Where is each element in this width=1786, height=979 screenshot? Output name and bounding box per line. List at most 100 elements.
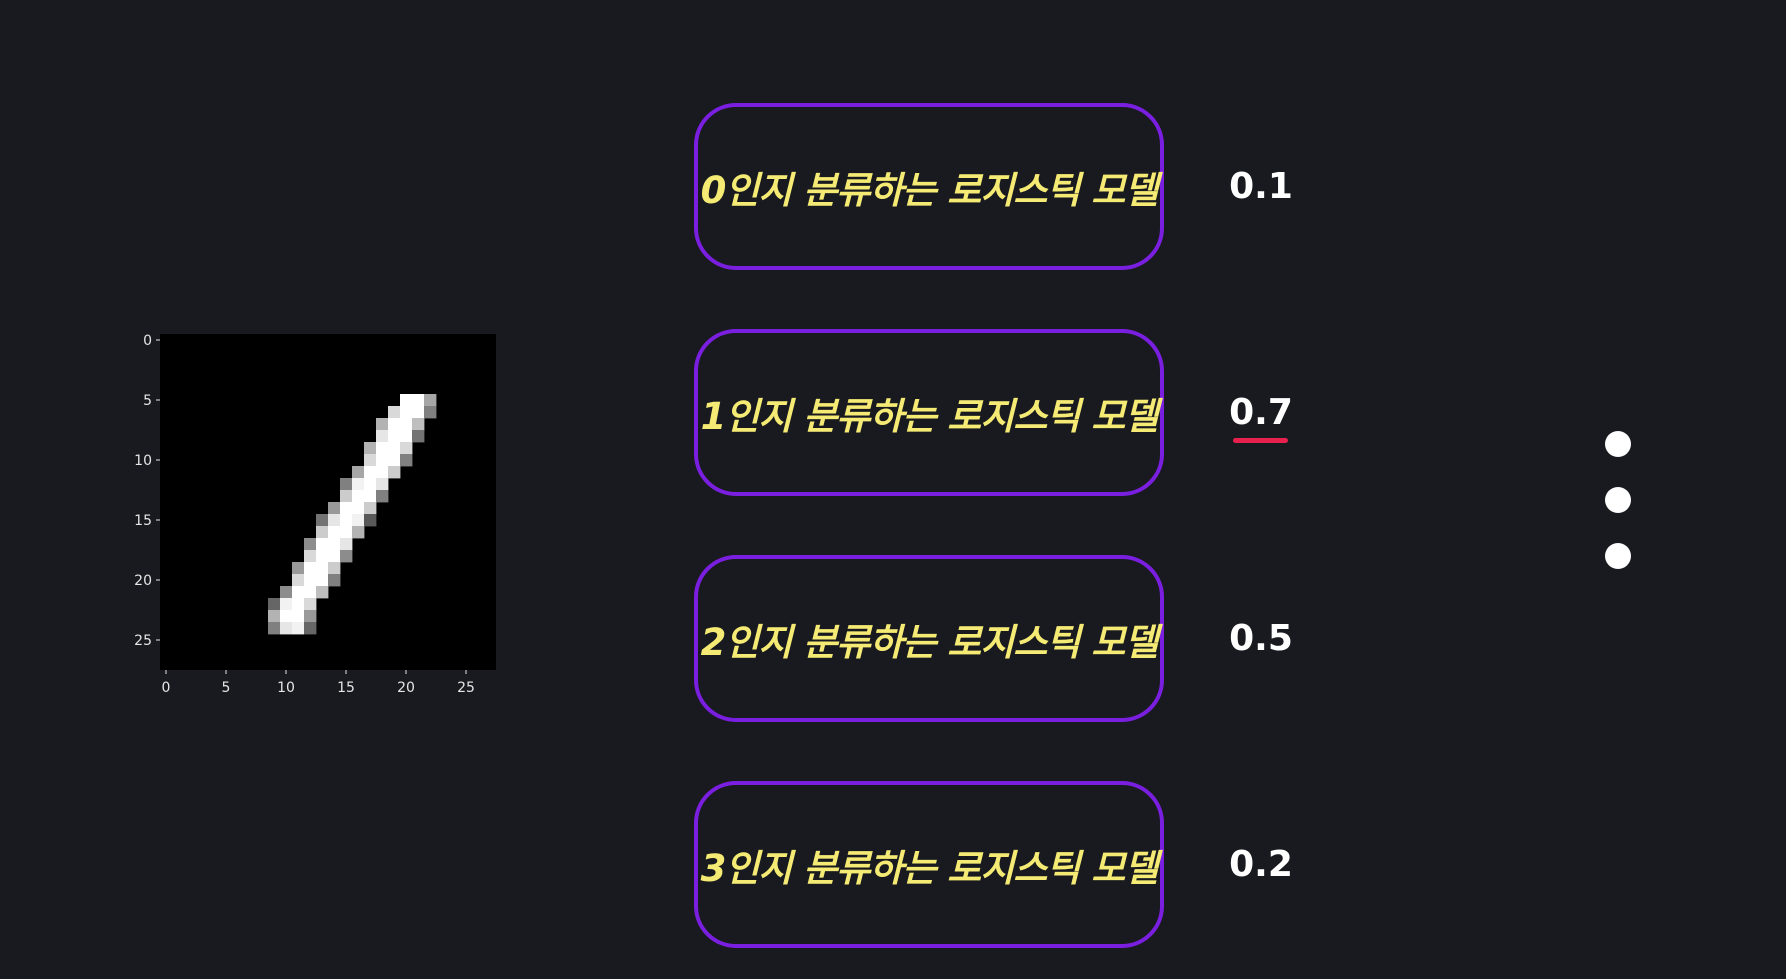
digit-pixel xyxy=(340,514,353,527)
digit-pixel xyxy=(328,526,341,539)
digit-pixel xyxy=(376,418,389,431)
digit-pixel xyxy=(328,514,341,527)
model-label-2: 2인지 분류하는 로지스틱 모델 xyxy=(700,620,1159,664)
digit-pixel xyxy=(280,622,293,635)
digit-pixel xyxy=(328,538,341,551)
digit-pixel xyxy=(304,562,317,575)
digit-pixel xyxy=(292,610,305,623)
x-tick-label: 10 xyxy=(277,680,295,696)
digit-pixel xyxy=(292,574,305,587)
digit-pixel xyxy=(316,526,329,539)
digit-pixel xyxy=(316,538,329,551)
digit-pixel xyxy=(316,562,329,575)
model-box-0: 0인지 분류하는 로지스틱 모델 xyxy=(694,103,1164,270)
digit-pixel xyxy=(328,550,341,563)
digit-pixel xyxy=(268,622,281,635)
digit-pixel xyxy=(364,490,377,503)
x-tick-label: 25 xyxy=(457,680,475,696)
digit-pixel xyxy=(412,406,425,419)
digit-pixel xyxy=(292,586,305,599)
y-tick-label: 0 xyxy=(143,333,152,349)
digit-pixel xyxy=(352,490,365,503)
probability-2: 0.5 xyxy=(1229,618,1293,659)
digit-image-pixels xyxy=(268,394,437,635)
digit-pixel xyxy=(304,598,317,611)
digit-pixel xyxy=(352,502,365,515)
digit-pixel xyxy=(304,550,317,563)
digit-pixel xyxy=(268,598,281,611)
digit-pixel xyxy=(268,610,281,623)
digit-pixel xyxy=(364,466,377,479)
digit-pixel xyxy=(364,502,377,515)
digit-pixel xyxy=(352,526,365,539)
digit-pixel xyxy=(388,418,401,431)
digit-pixel xyxy=(340,526,353,539)
y-tick-label: 10 xyxy=(134,453,152,469)
probability-1: 0.7 xyxy=(1229,392,1293,433)
digit-pixel xyxy=(340,550,353,563)
digit-pixel xyxy=(412,418,425,431)
model-box-1: 1인지 분류하는 로지스틱 모델 xyxy=(694,329,1164,496)
digit-pixel xyxy=(316,586,329,599)
digit-pixel xyxy=(376,442,389,455)
digit-pixel xyxy=(424,406,437,419)
digit-pixel xyxy=(424,394,437,407)
ellipsis-dot xyxy=(1605,431,1631,457)
digit-pixel xyxy=(400,442,413,455)
probability-3: 0.2 xyxy=(1229,844,1293,885)
digit-pixel xyxy=(304,610,317,623)
digit-pixel xyxy=(400,394,413,407)
digit-pixel xyxy=(400,430,413,443)
digit-pixel xyxy=(400,454,413,467)
digit-pixel xyxy=(292,622,305,635)
digit-pixel xyxy=(352,478,365,491)
digit-pixel xyxy=(340,478,353,491)
digit-pixel xyxy=(352,466,365,479)
digit-pixel xyxy=(304,586,317,599)
digit-pixel xyxy=(400,406,413,419)
y-tick-label: 25 xyxy=(134,633,152,649)
x-tick-label: 5 xyxy=(222,680,231,696)
digit-pixel xyxy=(388,454,401,467)
digit-pixel xyxy=(388,406,401,419)
model-label-3: 3인지 분류하는 로지스틱 모델 xyxy=(700,846,1159,890)
y-tick-label: 5 xyxy=(143,393,152,409)
model-label-1: 1인지 분류하는 로지스틱 모델 xyxy=(700,394,1159,438)
x-tick-label: 20 xyxy=(397,680,415,696)
digit-pixel xyxy=(304,574,317,587)
digit-pixel xyxy=(412,430,425,443)
digit-pixel xyxy=(328,574,341,587)
digit-pixel xyxy=(412,394,425,407)
ellipsis-dot xyxy=(1605,487,1631,513)
digit-pixel xyxy=(340,490,353,503)
digit-pixel xyxy=(316,550,329,563)
digit-pixel xyxy=(328,562,341,575)
probability-0: 0.1 xyxy=(1229,166,1293,207)
digit-pixel xyxy=(388,466,401,479)
digit-pixel xyxy=(304,622,317,635)
digit-pixel xyxy=(388,430,401,443)
digit-pixel xyxy=(400,418,413,431)
digit-pixel xyxy=(280,598,293,611)
digit-pixel xyxy=(352,514,365,527)
x-tick-label: 0 xyxy=(162,680,171,696)
digit-pixel xyxy=(280,610,293,623)
digit-pixel xyxy=(376,454,389,467)
digit-pixel xyxy=(364,478,377,491)
x-tick-label: 15 xyxy=(337,680,355,696)
digit-pixel xyxy=(340,538,353,551)
model-label-0: 0인지 분류하는 로지스틱 모델 xyxy=(700,168,1159,212)
digit-pixel xyxy=(316,514,329,527)
digit-pixel xyxy=(376,430,389,443)
digit-pixel xyxy=(388,442,401,455)
y-tick-label: 20 xyxy=(134,573,152,589)
digit-pixel xyxy=(376,478,389,491)
digit-pixel xyxy=(292,562,305,575)
digit-pixel xyxy=(280,586,293,599)
model-box-3: 3인지 분류하는 로지스틱 모델 xyxy=(694,781,1164,948)
digit-pixel xyxy=(316,574,329,587)
digit-pixel xyxy=(376,466,389,479)
digit-pixel xyxy=(364,454,377,467)
